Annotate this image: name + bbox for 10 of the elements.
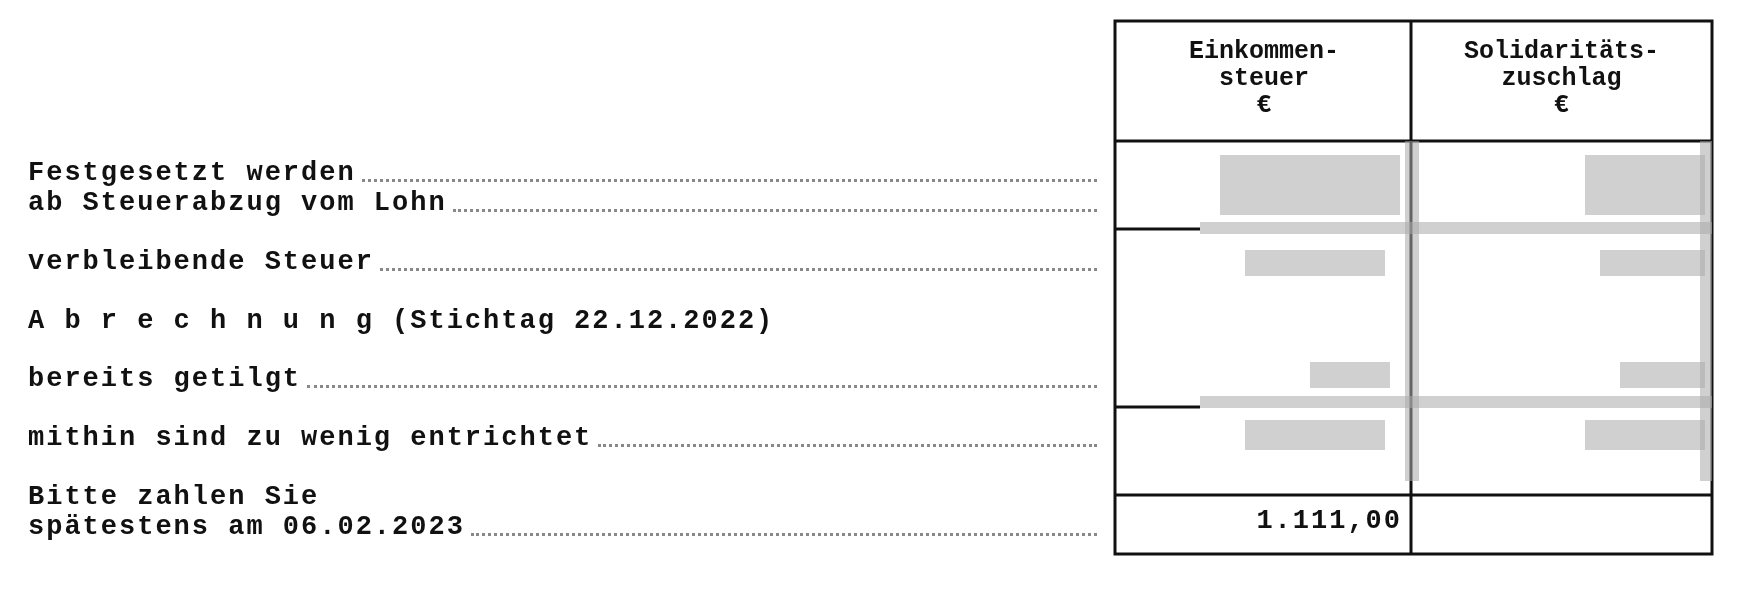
row-label: ab Steuerabzug vom Lohn bbox=[28, 188, 447, 218]
row-label: mithin sind zu wenig entrichtet bbox=[28, 423, 593, 453]
row-label: Bitte zahlen Sie spätestens am 06.02.2023 bbox=[28, 482, 465, 542]
row-label: bereits getilgt bbox=[28, 364, 302, 394]
column-header: Solidaritäts- zuschlag € bbox=[1462, 38, 1660, 119]
row-label: verbleibende Steuer bbox=[28, 247, 374, 277]
row-label: Festgesetzt werden bbox=[28, 158, 356, 188]
row-label: A b r e c h n u n g (Stichtag 22.12.2022) bbox=[28, 306, 775, 336]
column-header: Einkommen- steuer € bbox=[1188, 38, 1340, 119]
amount-value: 1.111,00 bbox=[1256, 506, 1402, 536]
